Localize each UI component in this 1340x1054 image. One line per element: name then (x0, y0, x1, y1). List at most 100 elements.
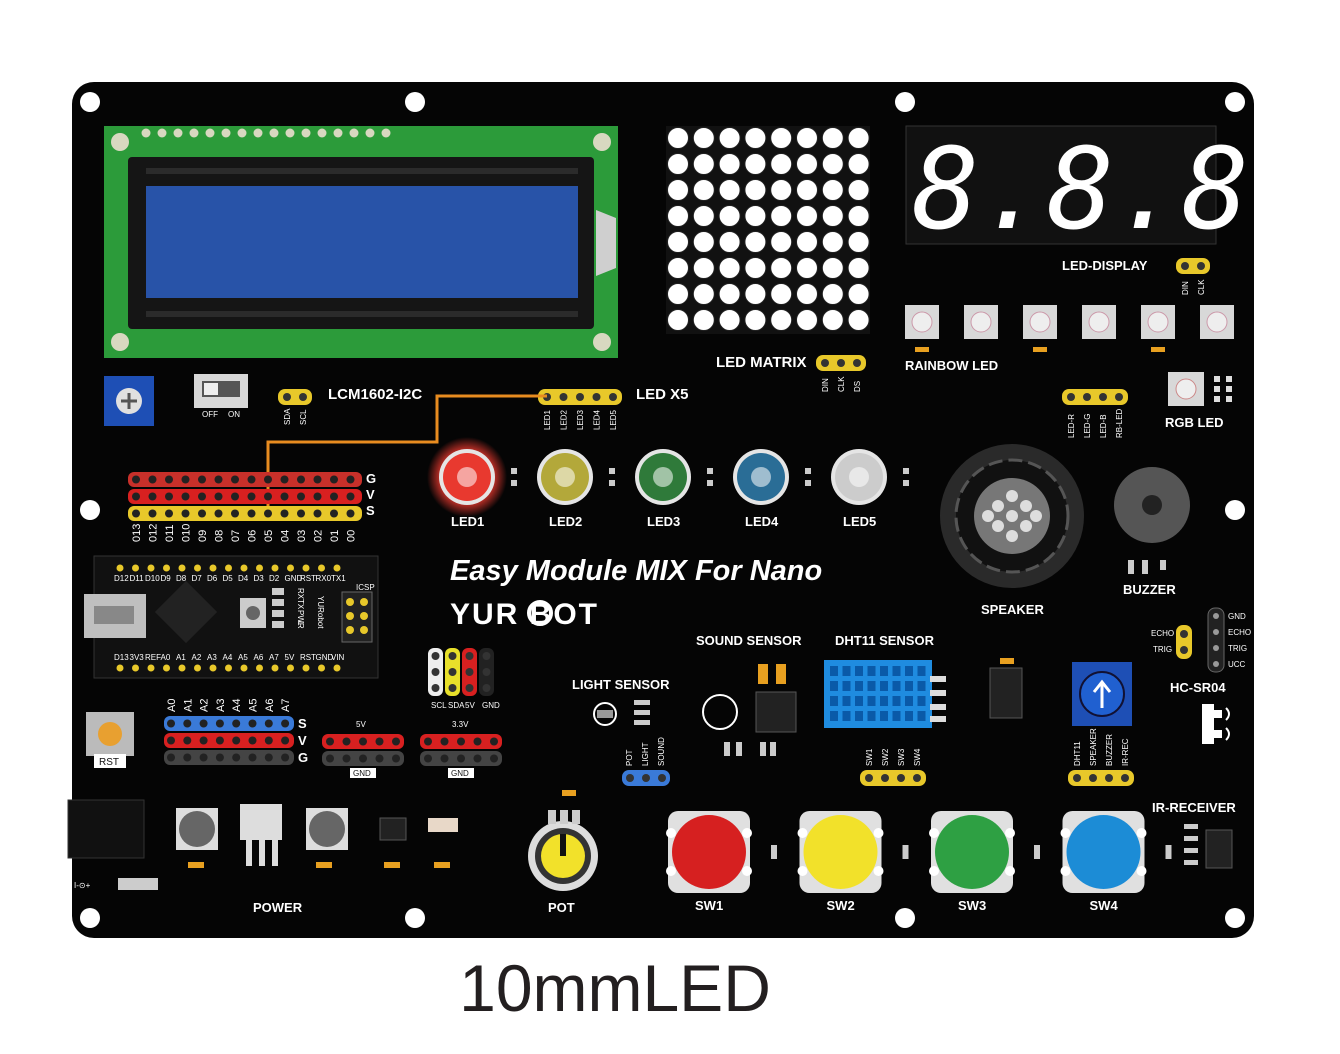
gnd-badge (448, 768, 474, 778)
gvs-pin (264, 509, 272, 518)
lcd-pin (333, 128, 343, 138)
button-cap[interactable] (803, 815, 878, 889)
button-cap[interactable] (935, 815, 1009, 889)
lcd-pin (157, 128, 167, 138)
gvs-pin (330, 509, 338, 518)
led-core (751, 467, 771, 487)
matrix-dot (667, 309, 689, 331)
speaker-hole (992, 500, 1004, 512)
i2c-pin-label: 5V (465, 701, 475, 710)
matrix-dot (847, 205, 870, 227)
analog-pin-label: A7 (280, 699, 292, 712)
gvs-pin (346, 492, 355, 501)
gvs-row-label: G (366, 471, 376, 486)
rail-pin (440, 737, 449, 746)
nano-pin (209, 664, 217, 672)
rainbow-led-core (1147, 311, 1169, 333)
digital-pin-label: 04 (280, 530, 292, 542)
dht-vent (842, 681, 851, 691)
lcd-contrast-trimmer[interactable] (104, 376, 154, 426)
speaker-hole (982, 510, 994, 522)
led-matrix-header: DIN CLK DS (816, 355, 866, 392)
rail-pin (326, 737, 334, 746)
dht-vent (867, 711, 876, 721)
push-button-sw3[interactable]: SW3 (929, 811, 1040, 913)
analog-pin (232, 719, 241, 728)
nano-pin (318, 664, 325, 672)
matrix-dot (847, 231, 870, 253)
button-cap[interactable] (672, 815, 746, 889)
matrix-dot (821, 127, 844, 149)
nano-bottom-pin-label: A1 (176, 653, 186, 662)
gvs-pin (132, 509, 140, 518)
rst-label: RST (99, 757, 119, 768)
rail-pin (424, 754, 432, 763)
gvs-pin (181, 509, 190, 518)
sw-pin-label: SW4 (913, 748, 922, 766)
push-button-sw1[interactable]: SW1 (666, 811, 777, 913)
lcd-pin (349, 128, 359, 138)
rail-pin (490, 737, 498, 746)
gvs-pin (264, 492, 272, 501)
button-leg (1136, 866, 1147, 876)
sensor-trimmer[interactable] (1072, 662, 1132, 726)
sw-pin (865, 774, 873, 782)
analog-pin (199, 736, 208, 745)
nano-bottom-pin-label: REF (145, 653, 161, 662)
button-label: SW1 (695, 898, 723, 913)
nano-side-label: PWR (296, 610, 305, 629)
gvs-pin (148, 492, 157, 501)
gvs-pin (346, 509, 355, 518)
lcd-pin-row (141, 128, 391, 138)
nano-pin (147, 664, 155, 672)
gvs-pin (181, 475, 190, 484)
nano-top-pin-label: D6 (207, 574, 218, 583)
ledx5-pin-label: LED1 (543, 409, 552, 430)
analog-pin (264, 736, 273, 745)
push-button-sw2[interactable]: SW2 (797, 811, 909, 913)
rainbow-led-core (1088, 311, 1110, 333)
matrix-dot (718, 257, 741, 279)
push-button-sw4[interactable]: SW4 (1060, 811, 1172, 913)
rail-pin (359, 754, 367, 763)
hc-sr04-header: ECHO TRIG GND ECHO TRIG UCC (1151, 607, 1251, 673)
analog-sensor-header: POT LIGHT SOUND (622, 737, 670, 786)
analog-pin (167, 736, 175, 745)
nano-pin (302, 664, 310, 672)
nano-pin (147, 564, 155, 572)
matrix-dot (821, 231, 844, 253)
matrix-dot (770, 309, 793, 331)
led-label: LED1 (451, 514, 484, 529)
lcd-pin (317, 128, 327, 138)
matrix-dot (847, 127, 870, 149)
gvs-pin (165, 492, 173, 501)
potentiometer-knob[interactable] (528, 790, 598, 891)
analog-pin (199, 719, 208, 728)
i2c-pin (465, 652, 474, 660)
caption: 10mmLED (459, 951, 771, 1025)
led-res (805, 480, 811, 486)
matrix-dot (718, 231, 741, 253)
gvs-row-label: S (366, 503, 375, 518)
dht-vent (880, 666, 888, 676)
reset-button[interactable]: RST (86, 712, 134, 768)
rail-pin (440, 754, 449, 763)
lcd-pin (285, 128, 295, 138)
matrix-dot (667, 179, 689, 201)
nano-bottom-pin-label: VIN (331, 653, 345, 662)
gvs-pin (132, 475, 140, 484)
matrix-dot (667, 283, 689, 305)
nano-top-pin-label: GND (285, 574, 303, 583)
nano-pin (287, 564, 294, 572)
nano-top-pin-label: D8 (176, 574, 187, 583)
icsp-pin (346, 612, 354, 620)
i2c-pin (482, 684, 491, 692)
nano-pin (194, 664, 201, 672)
rgb-pin-label: LED-B (1099, 414, 1108, 438)
rgb-pin (1083, 393, 1091, 401)
analog-row (164, 750, 294, 765)
lcd-power-switch[interactable]: OFF ON (194, 374, 248, 419)
button-cap[interactable] (1066, 815, 1141, 889)
